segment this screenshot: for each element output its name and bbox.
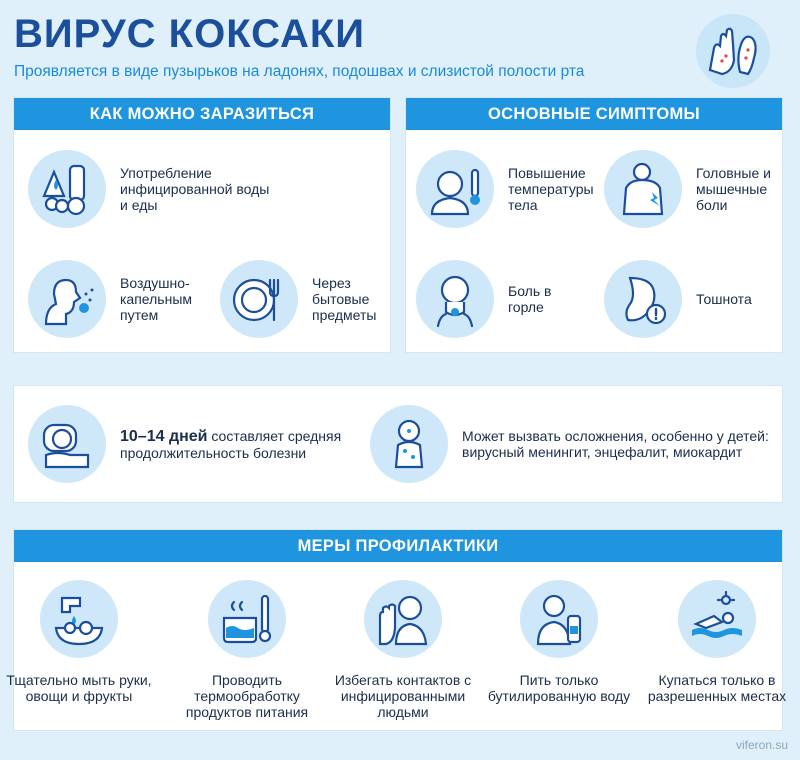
duration-highlight: 10–14 дней [120, 427, 208, 445]
symptom-item-throat: Боль в горле [416, 260, 568, 338]
infection-heading: КАК МОЖНО ЗАРАЗИТЬСЯ [14, 98, 390, 130]
symptom-item-pain: Головные и мышечные боли [604, 150, 786, 228]
prevention-item-text: Проводить термообработку продуктов питан… [185, 672, 309, 720]
sick-child-icon [370, 405, 448, 483]
site-watermark: viferon.su [735, 738, 788, 752]
infection-item-text: Употребление инфицированной воды и еды [120, 165, 270, 213]
infection-item-dishes: Через бытовые предметы [220, 260, 392, 338]
fever-icon [416, 150, 494, 228]
duration-item: 10–14 дней составляет средняя продолжите… [28, 405, 360, 483]
symptom-item-text: Боль в горле [508, 283, 552, 315]
symptom-item-fever: Повышение температуры тела [416, 150, 600, 228]
symptoms-card: ОСНОВНЫЕ СИМПТОМЫ Повышение температуры … [406, 98, 782, 352]
infection-item-food: Употребление инфицированной воды и еды [28, 150, 280, 228]
infection-item-text: Через бытовые предметы [312, 275, 377, 323]
prevention-item-swimming: Купаться только в разрешенных местах [638, 580, 796, 704]
prevention-item-text: Избегать контактов с инфицированными люд… [334, 672, 472, 720]
back-pain-icon [604, 150, 682, 228]
page-subtitle: Проявляется в виде пузырьков на ладонях,… [14, 63, 585, 80]
stop-contact-icon [364, 580, 442, 658]
prevention-heading: МЕРЫ ПРОФИЛАКТИКИ [14, 530, 782, 562]
sore-throat-icon [416, 260, 494, 338]
sick-in-bed-icon [28, 405, 106, 483]
prevention-item-water: Пить только бутилированную воду [480, 580, 638, 704]
symptom-item-text: Повышение температуры тела [508, 165, 594, 213]
prevention-item-text: Пить только бутилированную воду [487, 672, 631, 704]
nausea-icon [604, 260, 682, 338]
symptoms-heading: ОСНОВНЫЕ СИМПТОМЫ [406, 98, 782, 130]
infection-card: КАК МОЖНО ЗАРАЗИТЬСЯ Употребление инфици… [14, 98, 390, 352]
prevention-item-text: Тщательно мыть руки, овощи и фрукты [6, 672, 152, 704]
swimming-icon [678, 580, 756, 658]
duration-text: 10–14 дней составляет средняя продолжите… [120, 428, 360, 461]
cooking-icon [208, 580, 286, 658]
complications-text: Может вызвать осложнения, особенно у дет… [462, 428, 769, 460]
prevention-item-washing: Тщательно мыть руки, овощи и фрукты [0, 580, 158, 704]
hands-feet-icon [696, 14, 770, 88]
prevention-card: МЕРЫ ПРОФИЛАКТИКИ Тщательно мыть руки, о… [6, 530, 786, 730]
bottled-water-icon [520, 580, 598, 658]
symptom-item-text: Тошнота [696, 291, 752, 307]
symptom-item-text: Головные и мышечные боли [696, 165, 771, 213]
infection-item-text: Воздушно-капельным путем [120, 275, 193, 323]
prevention-item-contact: Избегать контактов с инфицированными люд… [324, 580, 482, 720]
prevention-item-cooking: Проводить термообработку продуктов питан… [168, 580, 326, 720]
prevention-item-text: Купаться только в разрешенных местах [647, 672, 787, 704]
cough-icon [28, 260, 106, 338]
duration-description: составляет средняя продолжительность бол… [120, 427, 342, 461]
page-title: ВИРУС КОКСАКИ [14, 12, 366, 56]
infection-item-cough: Воздушно-капельным путем [28, 260, 210, 338]
duration-card: 10–14 дней составляет средняя продолжите… [14, 386, 782, 502]
complications-item: Может вызвать осложнения, особенно у дет… [370, 405, 782, 483]
dishes-icon [220, 260, 298, 338]
washing-icon [40, 580, 118, 658]
symptom-item-nausea: Тошнота [604, 260, 776, 338]
food-water-icon [28, 150, 106, 228]
